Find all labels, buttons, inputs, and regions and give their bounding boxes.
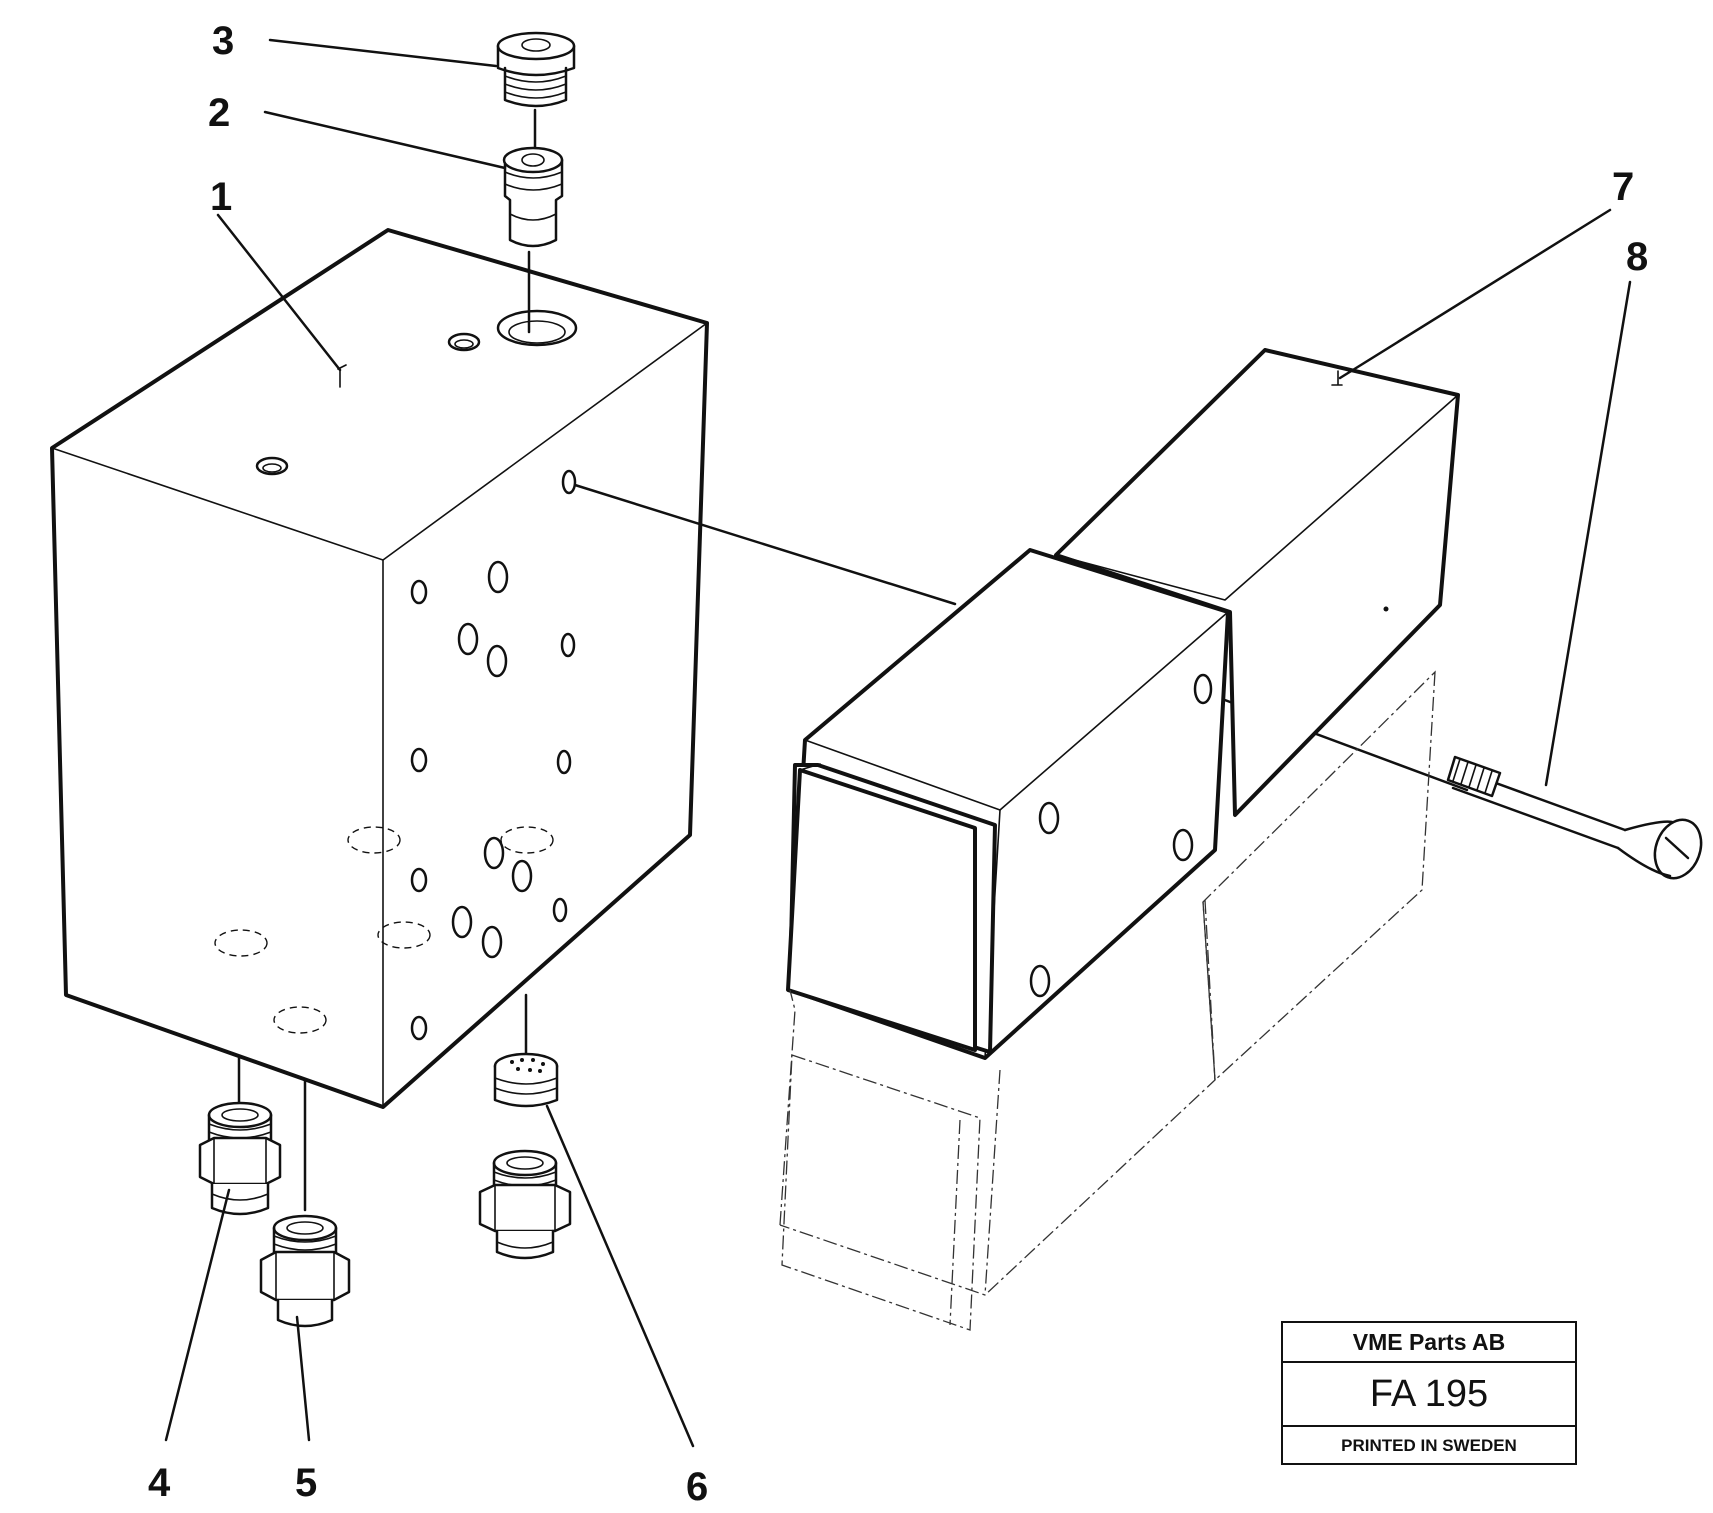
callout-5: 5	[295, 1461, 317, 1505]
screw	[1446, 755, 1703, 880]
phantom-solenoid	[779, 670, 1436, 1331]
callout-4: 4	[148, 1461, 171, 1505]
fitting-6-bottom	[478, 1149, 572, 1260]
plug	[496, 31, 576, 108]
callout-7: 7	[1612, 165, 1634, 209]
valve-block	[50, 228, 709, 1109]
callout-8: 8	[1626, 235, 1648, 279]
fitting-6-top	[493, 1052, 559, 1108]
fitting-4	[198, 1101, 282, 1216]
callout-6: 6	[686, 1465, 708, 1509]
diagram-code: FA 195	[1283, 1363, 1575, 1427]
valve-insert	[502, 146, 564, 248]
company-name: VME Parts AB	[1283, 1323, 1575, 1363]
callout-3: 3	[212, 19, 234, 63]
leader-lines	[164, 38, 1632, 1448]
callout-1: 1	[210, 175, 232, 219]
callout-2: 2	[208, 91, 230, 135]
fitting-5	[259, 1214, 351, 1328]
title-block: VME Parts AB FA 195 PRINTED IN SWEDEN	[1281, 1321, 1577, 1465]
solenoid-valve	[786, 348, 1460, 1060]
printed-note: PRINTED IN SWEDEN	[1341, 1436, 1517, 1455]
callout-labels: 1 2 3 4 5 6 7 8	[148, 19, 1648, 1509]
